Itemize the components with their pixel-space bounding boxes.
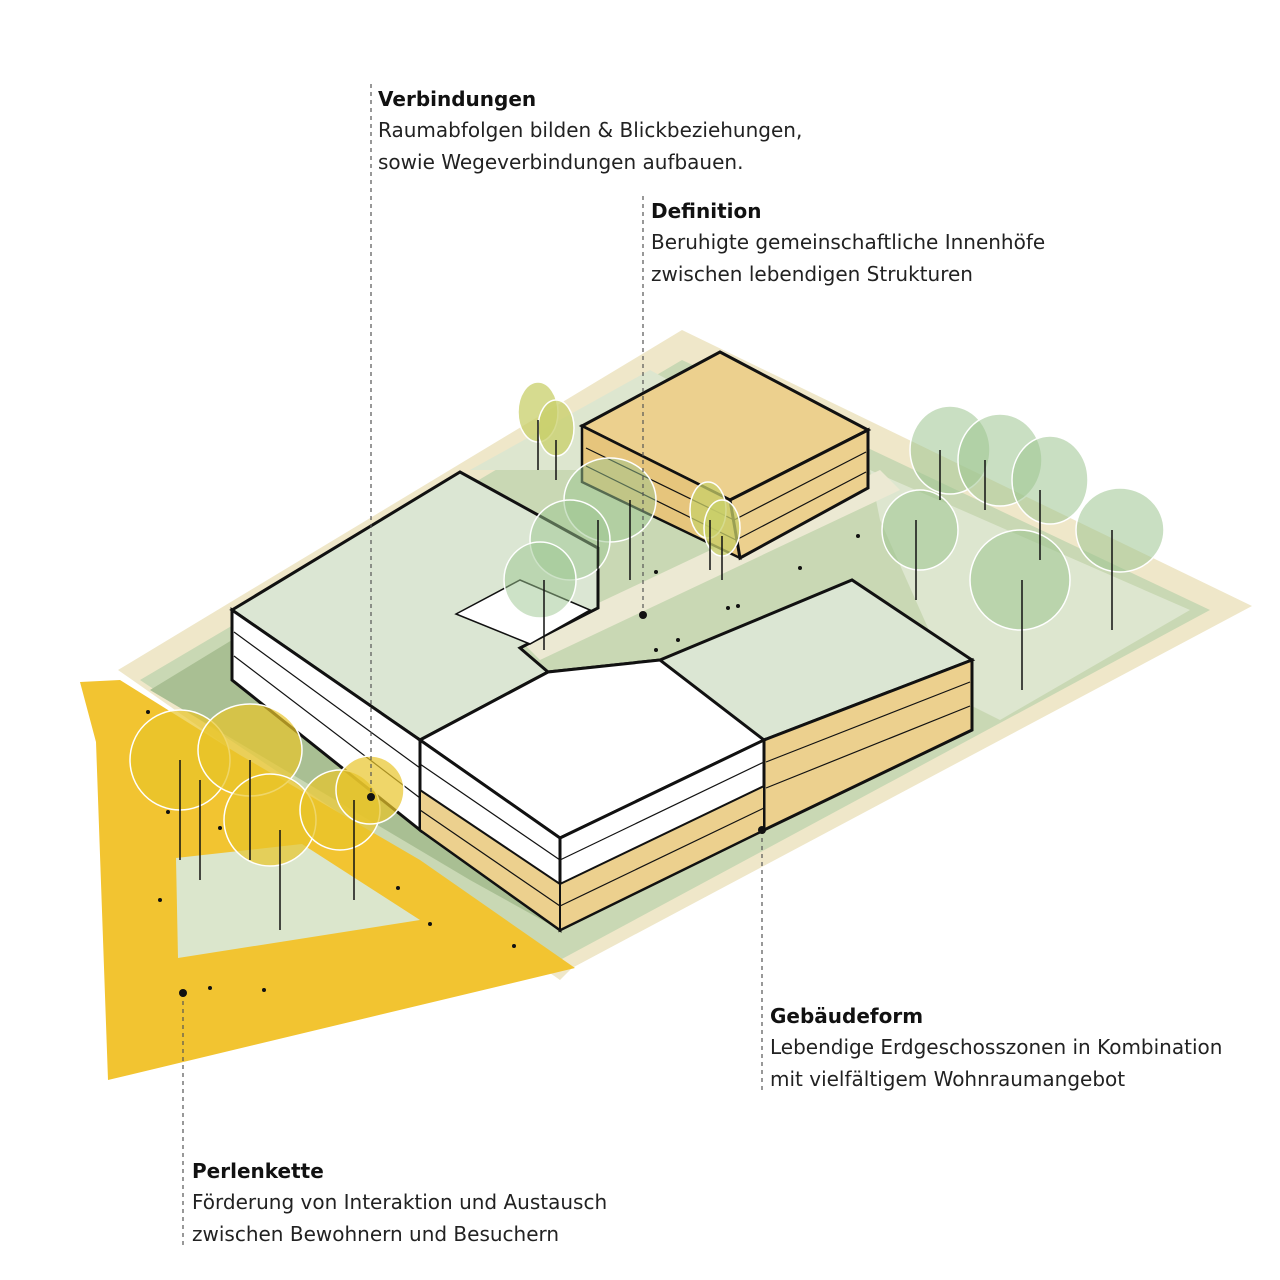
annotation-text: Lebendige Erdgeschosszonen in Kombinatio… — [770, 1035, 1223, 1059]
trees-plaza-trunks — [179, 760, 355, 930]
trees-olive-trunks — [537, 420, 723, 580]
annotation-perlenkette: Perlenkette Förderung von Interaktion un… — [192, 1156, 607, 1250]
trees-courtyard-trunks — [543, 500, 631, 650]
annotation-text: Beruhigte gemeinschaftliche Innenhöfe — [651, 230, 1046, 254]
annotation-definition: Definition Beruhigte gemeinschaftliche I… — [651, 196, 1045, 290]
annotation-text: sowie Wegeverbindungen aufbauen. — [378, 150, 744, 174]
annotation-verbindungen: Verbindungen Raumabfolgen bilden & Blick… — [378, 84, 802, 178]
annotation-text: zwischen Bewohnern und Besuchern — [192, 1222, 560, 1246]
annotation-title: Definition — [651, 199, 762, 223]
people-figures — [146, 534, 860, 992]
annotation-text: Raumabfolgen bilden & Blickbeziehungen, — [378, 118, 803, 142]
annotation-gebaeudeform: Gebäudeform Lebendige Erdgeschosszonen i… — [770, 1001, 1222, 1095]
annotation-title: Gebäudeform — [770, 1004, 924, 1028]
annotation-title: Perlenkette — [192, 1159, 324, 1183]
trees-courtyard-cluster — [503, 457, 657, 619]
plaza-lawn-square — [176, 844, 420, 958]
trees-east-cluster — [881, 405, 1165, 631]
building-front-block — [417, 658, 767, 933]
trees-olive — [517, 381, 741, 557]
leader-dots — [179, 611, 766, 997]
trees-east-trunks — [915, 450, 1113, 690]
annotation-title: Verbindungen — [378, 87, 537, 111]
annotation-text: Förderung von Interaktion und Austausch — [192, 1190, 608, 1214]
annotation-text: mit vielfältigem Wohnraumangebot — [770, 1067, 1126, 1091]
annotation-text: zwischen lebendigen Strukturen — [651, 262, 973, 286]
leader-lines — [182, 84, 763, 1247]
